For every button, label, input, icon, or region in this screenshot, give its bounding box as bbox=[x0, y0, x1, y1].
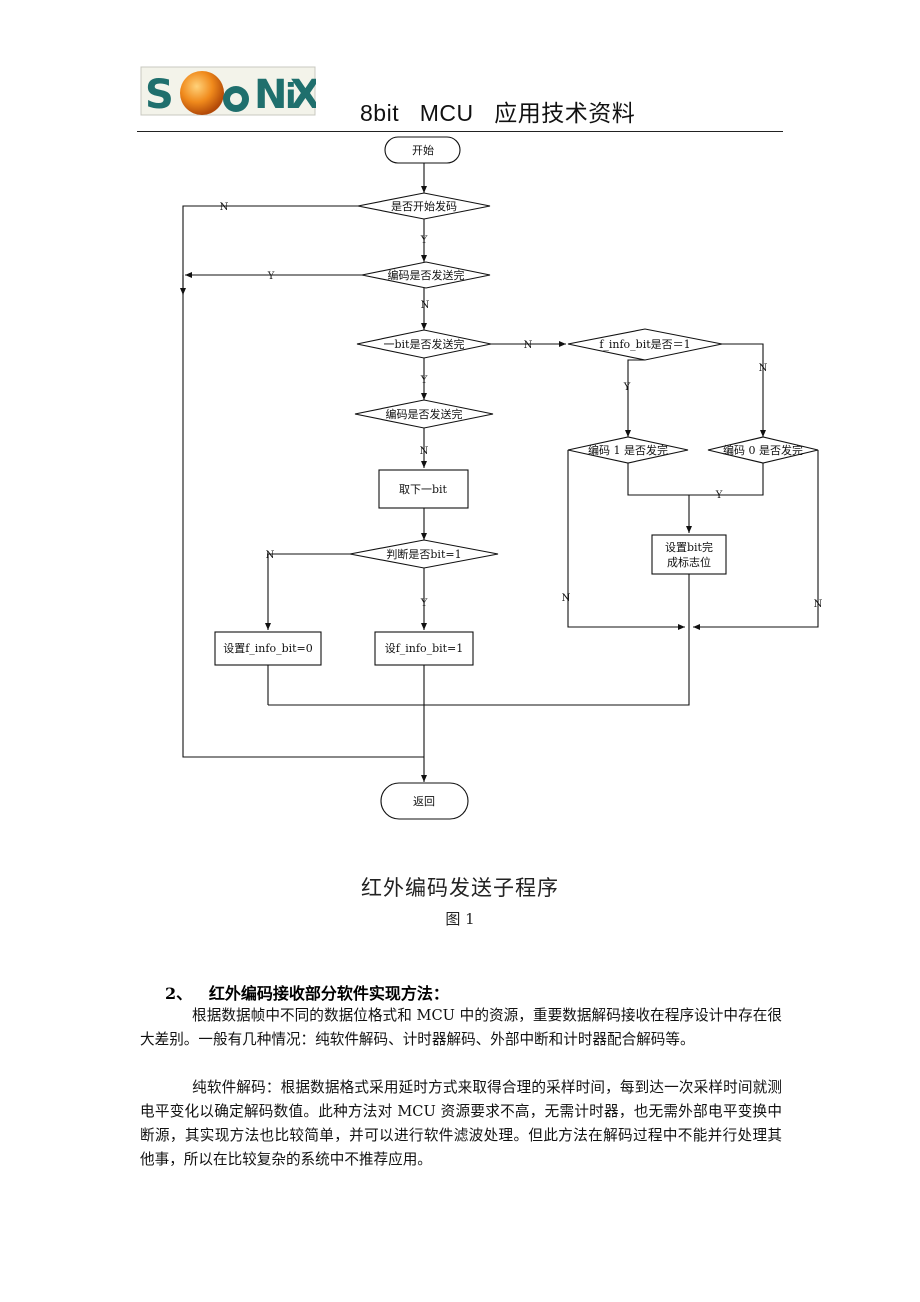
decision-code-done-2 bbox=[354, 399, 494, 429]
logo-orb-icon bbox=[180, 71, 224, 115]
code0-done-label: 编码 0 是否发完 bbox=[723, 443, 803, 457]
edge-label-n: N bbox=[220, 202, 229, 213]
figure-title: 红外编码发送子程序 bbox=[361, 876, 559, 900]
start-send-label: 是否开始发码 bbox=[391, 199, 457, 213]
edge-label-n: N bbox=[421, 300, 430, 311]
code-done-2-label: 编码是否发送完 bbox=[386, 407, 463, 421]
bit-is-1-label: 判断是否bit=1 bbox=[386, 547, 461, 561]
edge-label-y: Y bbox=[715, 490, 723, 501]
code1-done-label: 编码 1 是否发完 bbox=[588, 443, 668, 457]
decision-code0-done bbox=[707, 436, 819, 464]
decision-start-send bbox=[357, 192, 491, 220]
end-label: 返回 bbox=[413, 795, 435, 808]
paragraph-intro: 根据数据帧中不同的数据位格式和 MCU 中的资源，重要数据解码接收在程序设计中存… bbox=[140, 1004, 782, 1052]
paragraph-software-decode: 纯软件解码：根据数据格式采用延时方式来取得合理的采样时间，每到达一次采样时间就测… bbox=[140, 1076, 782, 1172]
svg-text:X: X bbox=[290, 72, 316, 116]
decision-bit-is-1 bbox=[349, 539, 499, 569]
svg-text:S: S bbox=[145, 72, 174, 116]
edge-label-n: N bbox=[562, 593, 571, 604]
edge-label-y: Y bbox=[420, 235, 428, 246]
header-divider bbox=[137, 131, 783, 132]
set-flag-label-line2: 成标志位 bbox=[667, 555, 711, 569]
decision-bit-done bbox=[356, 329, 492, 359]
edge-label-n: N bbox=[524, 340, 533, 351]
take-bit-label: 取下一bit bbox=[399, 483, 448, 496]
edge-label-y: Y bbox=[420, 375, 428, 386]
edge-label-n: N bbox=[814, 599, 823, 610]
decision-code1-done bbox=[567, 436, 689, 464]
paragraph-intro-text: 根据数据帧中不同的数据位格式和 MCU 中的资源，重要数据解码接收在程序设计中存… bbox=[140, 1007, 782, 1048]
decision-info-is-1 bbox=[567, 328, 723, 361]
flowchart: 开始 是否开始发码 编码是否发送完 一bit是否发送完 编码是否发送完 取下一b… bbox=[180, 136, 823, 820]
process-set-1 bbox=[374, 631, 474, 666]
end-terminal bbox=[380, 782, 469, 820]
bit-done-label: 一bit是否发送完 bbox=[384, 337, 465, 351]
code-done-1-label: 编码是否发送完 bbox=[388, 268, 465, 282]
edge-label-y: Y bbox=[623, 382, 631, 393]
logo-letters: S N i X bbox=[145, 72, 316, 116]
sonix-logo: S N i X bbox=[140, 66, 316, 116]
section-heading: 2、 红外编码接收部分软件实现方法： bbox=[165, 984, 449, 1003]
start-label: 开始 bbox=[412, 143, 434, 157]
edge-label-y: Y bbox=[420, 598, 428, 609]
process-set-flag bbox=[651, 534, 727, 575]
svg-text:N: N bbox=[254, 72, 287, 116]
start-terminal bbox=[384, 136, 461, 164]
decision-code-done-1 bbox=[361, 261, 491, 289]
set-0-label: 设置f_info_bit=0 bbox=[223, 642, 313, 655]
info-is-1-label: f_info_bit是否＝1 bbox=[599, 338, 690, 351]
process-set-0 bbox=[214, 631, 322, 666]
process-take-bit bbox=[378, 469, 469, 509]
set-flag-label-line1: 设置bit完 bbox=[665, 540, 713, 554]
page-header-title: 8bit MCU 应用技术资料 bbox=[360, 100, 636, 126]
edge-label-n: N bbox=[759, 363, 768, 374]
svg-text:i: i bbox=[285, 77, 297, 116]
set-1-label: 设f_info_bit=1 bbox=[385, 642, 464, 655]
paragraph-software-decode-text: 纯软件解码：根据数据格式采用延时方式来取得合理的采样时间，每到达一次采样时间就测… bbox=[140, 1079, 782, 1168]
edge-label-n: N bbox=[420, 446, 429, 457]
edge-label-y: Y bbox=[267, 271, 275, 282]
edge-label-n: N bbox=[266, 550, 275, 561]
figure-number: 图 1 bbox=[445, 910, 475, 928]
